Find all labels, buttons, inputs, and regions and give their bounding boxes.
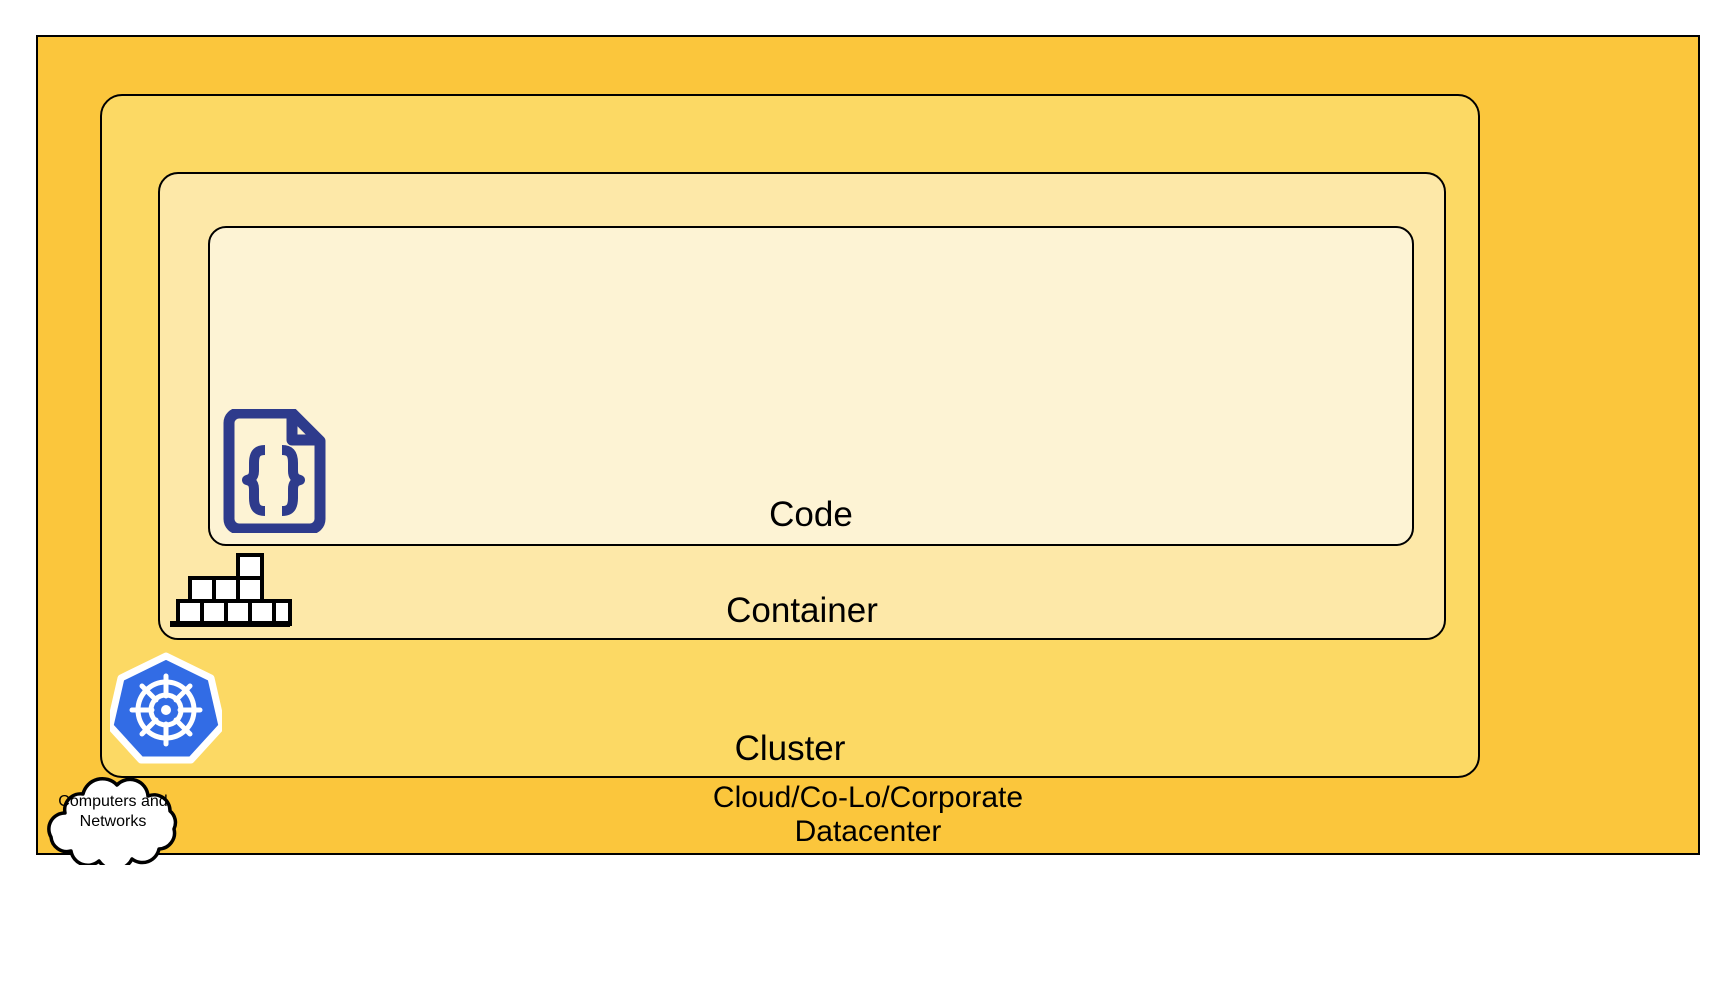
layer-container[interactable]: Code Container	[158, 172, 1446, 640]
layer-code[interactable]: Code	[208, 226, 1414, 546]
layer-datacenter[interactable]: Code Container Cluster Cloud/Co-Lo/Corpo…	[36, 35, 1700, 855]
kubernetes-icon	[106, 652, 226, 764]
layer-datacenter-label: Cloud/Co-Lo/Corporate Datacenter	[712, 780, 1024, 848]
layer-container-label: Container	[726, 590, 878, 630]
layer-cluster[interactable]: Code Container Cluster	[100, 94, 1480, 778]
computers-and-networks-cloud[interactable]	[35, 775, 191, 872]
layer-code-label: Code	[769, 494, 853, 534]
layer-cluster-label: Cluster	[734, 728, 846, 768]
code-document-icon	[218, 407, 326, 535]
container-blocks-icon	[168, 553, 292, 627]
